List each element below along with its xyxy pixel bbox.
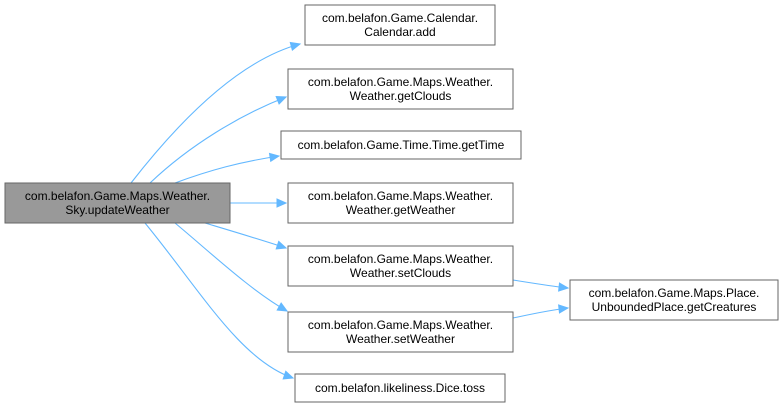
node-box: [280, 130, 522, 160]
node-label-line: com.belafon.likeliness.Dice.toss: [315, 381, 485, 395]
node-box: [569, 279, 779, 321]
arrowhead-icon: [268, 152, 281, 163]
node-box: [287, 68, 514, 110]
edge-line: [204, 222, 287, 249]
edge-line: [144, 222, 294, 379]
node-box: [4, 182, 231, 224]
node-calendar-add[interactable]: com.belafon.Game.Calendar.Calendar.add: [304, 4, 496, 46]
edge-root-to-dice_toss: [144, 222, 295, 380]
node-set-clouds[interactable]: com.belafon.Game.Maps.Weather.Weather.se…: [287, 245, 514, 287]
node-get-time[interactable]: com.belafon.Game.Time.Time.getTime: [280, 130, 522, 160]
arrowhead-icon: [275, 96, 288, 105]
edge-set_clouds-to-get_creatures: [512, 279, 570, 292]
edge-set_weather-to-get_creatures: [512, 304, 570, 319]
edge-line: [174, 155, 280, 184]
edge-line: [174, 222, 288, 312]
node-box: [294, 373, 506, 403]
node-get-clouds[interactable]: com.belafon.Game.Maps.Weather.Weather.ge…: [287, 68, 514, 110]
arrowhead-icon: [282, 370, 295, 380]
node-dice-toss[interactable]: com.belafon.likeliness.Dice.toss: [294, 373, 506, 403]
node-label-line: com.belafon.Game.Maps.Place.: [589, 286, 760, 300]
node-label-line: com.belafon.Game.Maps.Weather.: [25, 189, 210, 203]
node-label-line: Weather.getClouds: [350, 89, 452, 103]
node-label-line: Calendar.add: [364, 25, 435, 39]
edge-root-to-get_clouds: [149, 96, 288, 184]
node-root[interactable]: com.belafon.Game.Maps.Weather.Sky.update…: [4, 182, 231, 224]
node-get-weather[interactable]: com.belafon.Game.Maps.Weather.Weather.ge…: [287, 182, 514, 224]
node-label-line: Weather.setClouds: [350, 266, 451, 280]
nodes-layer: com.belafon.Game.Maps.Weather.Sky.update…: [4, 4, 779, 403]
node-label-line: com.belafon.Game.Maps.Weather.: [308, 252, 493, 266]
edges-layer: [130, 41, 570, 380]
edge-root-to-calendar_add: [130, 41, 302, 184]
node-label-line: com.belafon.Game.Time.Time.getTime: [298, 138, 505, 152]
arrowhead-icon: [276, 198, 288, 208]
edge-root-to-set_clouds: [204, 222, 288, 250]
edge-line: [149, 96, 287, 184]
arrowhead-icon: [276, 302, 289, 312]
node-box: [304, 4, 496, 46]
node-box: [287, 245, 514, 287]
node-label-line: com.belafon.Game.Maps.Weather.: [308, 318, 493, 332]
node-get-creatures[interactable]: com.belafon.Game.Maps.Place.UnboundedPla…: [569, 279, 779, 321]
edge-root-to-set_weather: [174, 222, 289, 312]
node-label-line: UnboundedPlace.getCreatures: [592, 300, 757, 314]
node-label-line: com.belafon.Game.Maps.Weather.: [308, 75, 493, 89]
node-set-weather[interactable]: com.belafon.Game.Maps.Weather.Weather.se…: [287, 311, 514, 353]
arrowhead-icon: [289, 41, 302, 52]
node-label-line: Sky.updateWeather: [65, 203, 169, 217]
edge-root-to-get_weather: [230, 198, 288, 208]
arrowhead-icon: [558, 304, 570, 314]
node-label-line: com.belafon.Game.Calendar.: [322, 11, 478, 25]
node-box: [287, 311, 514, 353]
node-label-line: Weather.getWeather: [346, 203, 456, 217]
edge-line: [130, 43, 301, 184]
edge-root-to-get_time: [174, 152, 281, 184]
node-label-line: com.belafon.Game.Maps.Weather.: [308, 189, 493, 203]
arrowhead-icon: [275, 240, 288, 250]
arrowhead-icon: [558, 282, 570, 292]
node-label-line: Weather.setWeather: [346, 332, 455, 346]
node-box: [287, 182, 514, 224]
